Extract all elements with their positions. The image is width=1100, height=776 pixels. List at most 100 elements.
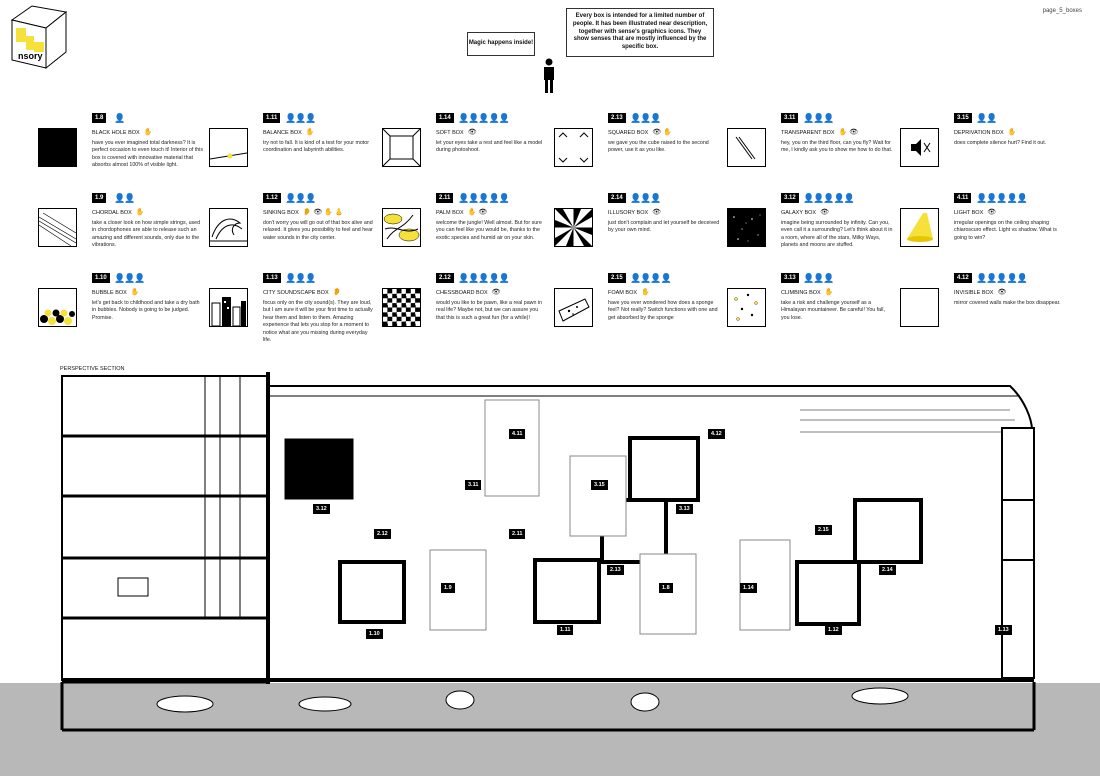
sense-icon: 👁 ✋: [652, 129, 672, 136]
box-title: BUBBLE BOX: [92, 290, 127, 296]
section-tag: 1.10: [366, 629, 383, 639]
people-icon: 👤: [114, 113, 125, 123]
people-icon: 👤👤👤👤👤: [458, 193, 510, 203]
sense-icon: ✋: [1007, 129, 1017, 136]
section-tag: 1.12: [825, 625, 842, 635]
box-card-foam: 2.15 👤👤👤👤 FOAM BOX✋ have you ever wonder…: [554, 273, 719, 353]
box-number: 2.13: [608, 113, 626, 123]
box-number: 1.8: [92, 113, 107, 123]
box-card-balance: 1.11 👤👤👤 BALANCE BOX✋ try not to fall. I…: [209, 113, 374, 193]
section-tag: 2.11: [509, 529, 526, 539]
section-tag: 2.13: [607, 565, 624, 575]
sense-icon: 👁: [997, 289, 1007, 296]
box-title: CHESSBOARD BOX: [436, 290, 488, 296]
box-card-chordal: 1.9 👤👤 CHORDAL BOX✋ take a closer look o…: [38, 193, 203, 273]
palm-thumbnail: [382, 208, 421, 247]
sense-icon: ✋: [824, 289, 834, 296]
box-description: have you ever imagined total darkness? I…: [92, 140, 203, 169]
box-title: ILLUSORY BOX: [608, 210, 649, 216]
people-icon: 👤👤👤: [285, 273, 317, 283]
box-title: CLIMBING BOX: [781, 290, 821, 296]
box-title: SQUARED BOX: [608, 130, 649, 136]
box-card-city-soundscape: 1.13 👤👤👤 CITY SOUNDSCAPE BOX👂 focus only…: [209, 273, 374, 353]
box-number: 1.12: [263, 193, 281, 203]
box-title: SOFT BOX: [436, 130, 464, 136]
box-description: don't worry you will go out of that box …: [263, 220, 373, 241]
box-title: INVISIBLE BOX: [954, 290, 994, 296]
box-card-sinking: 1.12 👤👤👤 SINKING BOX👂 👁 ✋ 👃 don't worry …: [209, 193, 374, 273]
box-title: CHORDAL BOX: [92, 210, 132, 216]
people-icon: 👤👤👤: [630, 193, 662, 203]
box-description: have you ever wondered how does a sponge…: [608, 300, 718, 321]
logo-text: nsory: [18, 51, 43, 61]
box-description: just don't complain and let yourself be …: [608, 220, 720, 234]
people-icon: 👤👤👤: [114, 273, 146, 283]
people-icon: 👤👤👤👤👤: [803, 193, 855, 203]
light-thumbnail: [900, 208, 939, 247]
people-icon: 👤👤👤: [803, 273, 835, 283]
galaxy-thumbnail: [727, 208, 766, 247]
people-icon: 👤👤👤: [285, 193, 317, 203]
box-title: BLACK HOLE BOX: [92, 130, 140, 136]
section-tag: 3.13: [676, 504, 693, 514]
section-tag: 1.11: [557, 625, 574, 635]
people-icon: 👤👤👤: [630, 113, 662, 123]
chessboard-thumbnail: [382, 288, 421, 327]
people-icon: 👤👤: [114, 193, 135, 203]
box-number: 4.11: [954, 193, 972, 203]
transparent-thumbnail: [727, 128, 766, 167]
box-card-transparent: 3.11 👤👤👤 TRANSPARENT BOX✋ 👁 hey, you on …: [727, 113, 892, 193]
squared-thumbnail: [554, 128, 593, 167]
sense-icon: ✋: [130, 289, 140, 296]
page-label: page_5_boxes: [1042, 8, 1082, 14]
illusory-thumbnail: [554, 208, 593, 247]
section-tag: 1.14: [740, 583, 757, 593]
sense-icon: 👁: [467, 129, 477, 136]
box-number: 1.14: [436, 113, 454, 123]
people-icon: 👤👤👤: [803, 113, 835, 123]
section-tag: 3.12: [313, 504, 330, 514]
box-title: FOAM BOX: [608, 290, 638, 296]
sense-icon: ✋ 👁: [838, 129, 859, 136]
foam-thumbnail: [554, 288, 593, 327]
box-card-light: 4.11 👤👤👤👤👤 LIGHT BOX👁 irregular openings…: [900, 193, 1065, 273]
box-number: 2.15: [608, 273, 626, 283]
balance-thumbnail: [209, 128, 248, 167]
box-card-deprivation: 3.15 👤👤 DEPRIVATION BOX✋ does complete s…: [900, 113, 1065, 193]
sinking-thumbnail: [209, 208, 248, 247]
box-title: BALANCE BOX: [263, 130, 302, 136]
box-number: 3.11: [781, 113, 799, 123]
box-description: mirror covered walls make the box disapp…: [954, 300, 1061, 306]
box-number: 4.12: [954, 273, 972, 283]
sense-icon: 👂: [332, 289, 342, 296]
logo-cube: nsory: [10, 5, 68, 70]
sense-icon: ✋ 👁: [467, 209, 488, 216]
sense-icon: 👁: [491, 289, 501, 296]
soft-thumbnail: [382, 128, 421, 167]
city-soundscape-thumbnail: [209, 288, 248, 327]
people-icon: 👤👤👤👤👤: [976, 273, 1028, 283]
sense-icon: ✋: [143, 129, 153, 136]
box-number: 3.15: [954, 113, 972, 123]
section-tag: 2.12: [374, 529, 391, 539]
box-number: 1.10: [92, 273, 110, 283]
box-card-palm: 2.11 👤👤👤👤👤 PALM BOX✋ 👁 welcome the jungl…: [382, 193, 547, 273]
sense-icon: ✋: [135, 209, 145, 216]
box-card-black-hole: 1.8 👤 BLACK HOLE BOX✋ have you ever imag…: [38, 113, 203, 193]
sense-icon: ✋: [305, 129, 315, 136]
box-description: take a risk and challenge yourself as a …: [781, 300, 885, 321]
perspective-section-drawing: [60, 372, 1036, 732]
sense-icon: 👁: [820, 209, 829, 216]
section-tag: 2.15: [815, 525, 832, 535]
people-icon: 👤👤👤: [285, 113, 317, 123]
box-description: welcome the jungle! Well almost. But for…: [436, 220, 542, 241]
box-description: imagine being surrounded by infinity. Ca…: [781, 220, 893, 249]
people-icon: 👤👤👤👤: [630, 273, 672, 283]
box-number: 1.11: [263, 113, 281, 123]
section-tag: 3.15: [591, 480, 608, 490]
logo: nsory: [8, 2, 72, 72]
box-description: let your eyes take a rest and feel like …: [436, 140, 543, 154]
box-number: 1.9: [92, 193, 107, 203]
box-number: 2.11: [436, 193, 454, 203]
box-title: GALAXY BOX: [781, 210, 817, 216]
